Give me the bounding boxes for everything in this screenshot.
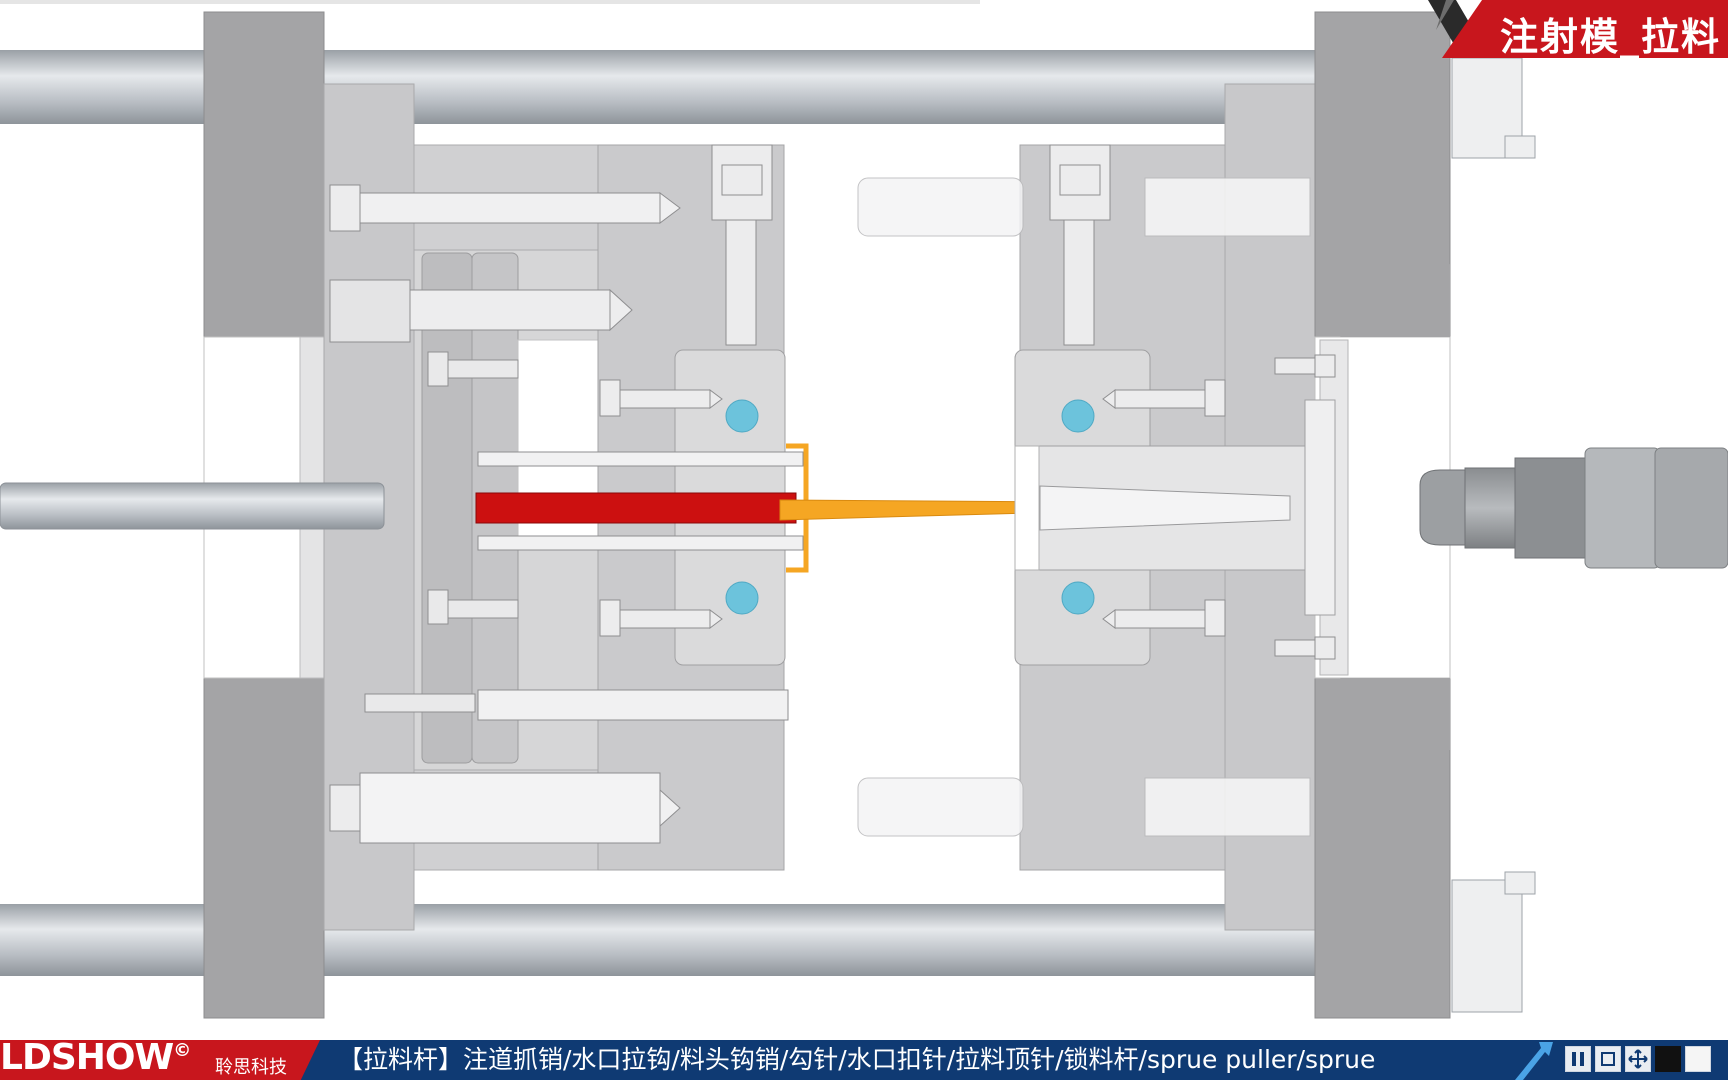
injection-nozzle: [1419, 447, 1728, 569]
return-pin: [329, 279, 633, 343]
core-plate-screws: [599, 379, 723, 637]
top-edge-line: [0, 0, 980, 4]
brand-block: [0, 1040, 320, 1080]
upper-guide-pin: [329, 184, 681, 232]
brand-logo: LDSHOW©: [0, 1037, 191, 1078]
page-title: 注射模_拉料: [1500, 15, 1722, 59]
fixed-leader-pin: [1049, 144, 1111, 346]
locating-ring: [1304, 399, 1336, 616]
cooling-channels: [725, 399, 1095, 615]
lower-tie-bar: [0, 904, 1330, 976]
title-banner: 注射模_拉料: [1428, 0, 1728, 59]
guide-bushings: [857, 177, 1311, 837]
white-background-icon[interactable]: [1685, 1046, 1711, 1072]
lower-guide-pin: [329, 772, 681, 844]
ejector-pins: [477, 451, 804, 721]
brand-subtitle: 聆思科技: [215, 1057, 287, 1078]
black-background-icon[interactable]: [1655, 1046, 1681, 1072]
sprue-puller-pin: [475, 492, 797, 524]
tie-bar-nuts: [1451, 57, 1536, 1013]
ejector-rod: [0, 482, 385, 530]
pause-icon[interactable]: [1565, 1046, 1591, 1072]
cavity-plate-screws: [1102, 354, 1336, 660]
caption-arrow-icon: [1515, 1042, 1553, 1080]
sprue-bushing: [1014, 445, 1306, 571]
upper-tie-bar: [0, 50, 1330, 124]
stop-icon[interactable]: [1595, 1046, 1621, 1072]
playback-controls: [1565, 1046, 1711, 1076]
moving-leader-pin: [711, 144, 773, 346]
ejector-screws: [364, 351, 519, 713]
fullscreen-icon[interactable]: [1625, 1046, 1651, 1072]
caption-text: 【拉料杆】注道抓销/水口拉钩/料头钩销/勾针/水口扣针/拉料顶针/锁料杆/spr…: [338, 1045, 1376, 1074]
